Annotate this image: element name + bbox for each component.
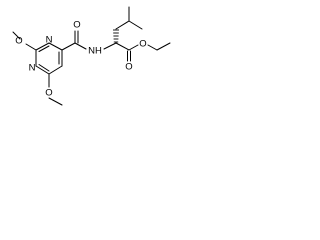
bond-o-upper-methyl — [12, 31, 21, 40]
bond-n-alpha-carbon — [103, 42, 117, 50]
bond-alpha-ester-c — [115, 42, 130, 51]
ring-double-bond-c2-n3 — [38, 45, 50, 52]
atom-n-ring-left: N — [46, 35, 53, 46]
atom-o-ester: O — [139, 39, 146, 50]
bond-o-lower-methyl — [48, 97, 63, 106]
chemical-structure-diagram: O N N O O NH O O — [12, 6, 171, 106]
lower-methoxy-group — [48, 73, 63, 106]
atom-n-amide: NH — [88, 46, 102, 57]
ring-bond-c6-n1 — [35, 65, 50, 75]
atom-n-ring-bottom: N — [29, 63, 36, 74]
atom-labels: O N N O O NH O O — [15, 20, 146, 99]
bond-o-ch2 — [147, 44, 158, 51]
atom-o-ester-carbonyl: O — [125, 62, 132, 73]
bond-ester-c-o — [128, 44, 139, 51]
atom-o-upper-methoxy: O — [15, 36, 22, 47]
ethyl-ester-group — [115, 42, 171, 62]
bond-ch2-ch3 — [156, 42, 171, 51]
ring-double-bond-c6-n1 — [38, 64, 50, 72]
ring-bond-c5-c6 — [48, 65, 63, 75]
pyrimidine-ring — [35, 42, 63, 75]
leucine-backbone — [103, 6, 143, 50]
ring-bond-c2-n3 — [35, 42, 50, 51]
bond-c4-carbonyl — [61, 42, 76, 51]
atom-o-lower-methoxy: O — [45, 88, 52, 99]
upper-methoxy-group — [12, 31, 37, 51]
bond-ch2-ch — [115, 20, 130, 30]
bond-ch-methyl-right — [128, 20, 143, 30]
amide-group — [61, 30, 87, 51]
bond-c2-o-upper — [25, 43, 37, 51]
bond-carbonyl-n — [74, 42, 87, 50]
stereo-hash-bond — [113, 29, 119, 43]
ring-bond-n3-c4 — [48, 42, 63, 51]
atom-o-amide: O — [73, 20, 80, 31]
